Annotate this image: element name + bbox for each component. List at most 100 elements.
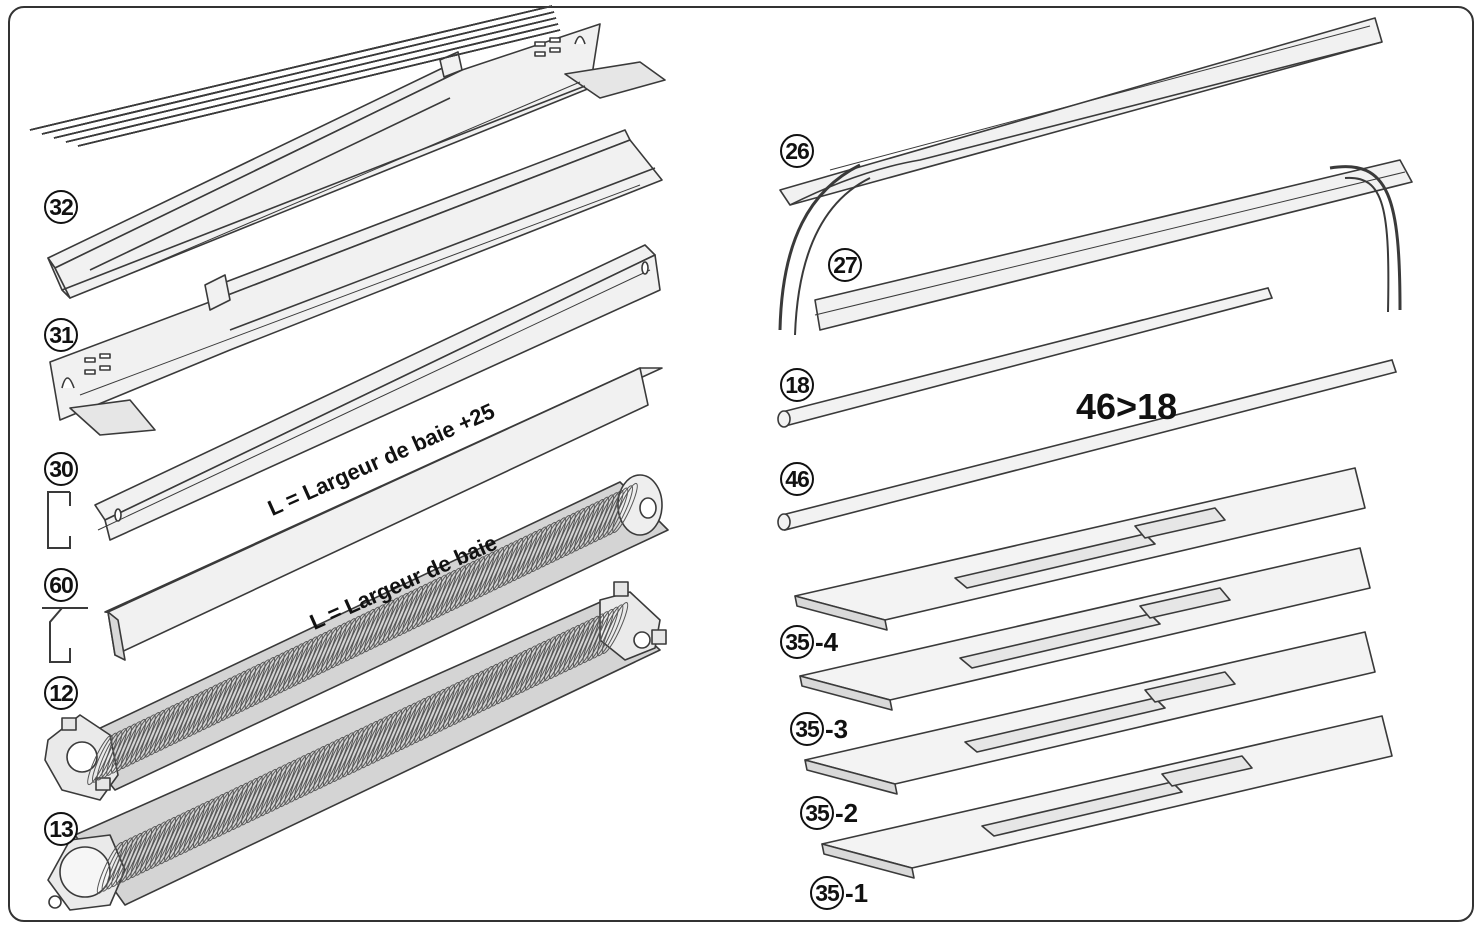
spring-coil xyxy=(149,816,177,869)
panel-strut xyxy=(1134,507,1226,539)
spring-coil xyxy=(597,489,624,540)
spring-coil xyxy=(378,595,404,646)
panel-edge xyxy=(821,843,915,879)
part-number-30: 30 xyxy=(44,452,78,486)
spring-coil xyxy=(421,574,447,625)
z-profile-60 xyxy=(104,367,663,661)
spring-coil xyxy=(168,695,194,747)
spring-coil xyxy=(558,622,585,675)
spring-coil xyxy=(106,837,133,890)
spring-coil xyxy=(196,682,223,733)
panel-edge xyxy=(799,675,893,711)
profile-sections xyxy=(42,491,88,663)
spring-coil xyxy=(554,510,581,561)
spring-coil xyxy=(564,505,591,556)
spring-coil xyxy=(406,581,433,632)
spring-coil xyxy=(548,627,576,680)
spring-coil xyxy=(516,528,543,579)
shafts xyxy=(777,287,1398,531)
spring-coil xyxy=(402,583,428,634)
panel-strut xyxy=(981,781,1183,837)
spring-coil xyxy=(144,819,172,872)
spring-coil xyxy=(459,556,486,607)
label-part-30: 30 xyxy=(44,452,78,486)
shaft-replacement-note: 46>18 xyxy=(1076,386,1178,427)
spring-coil xyxy=(368,599,395,650)
spring-coil xyxy=(467,666,494,718)
spring-coil xyxy=(529,636,557,689)
spring-coil xyxy=(130,714,156,765)
spring-coil xyxy=(306,629,333,680)
spring-coil xyxy=(411,579,438,630)
spring-coil xyxy=(569,503,595,554)
label-part-60: 60 xyxy=(44,568,78,602)
spring-coil xyxy=(140,821,167,874)
angle-rail-32 xyxy=(47,23,666,299)
spring-coil xyxy=(583,496,610,547)
part-number-35-2: 35 xyxy=(800,796,834,830)
panel-rib xyxy=(77,29,561,147)
spring-coil xyxy=(375,709,403,762)
spring-coil xyxy=(321,622,347,673)
spring-coil xyxy=(471,663,499,716)
spring-coil xyxy=(327,732,355,785)
spring-coil xyxy=(216,673,242,724)
label-part-46: 46 xyxy=(780,462,814,496)
spring-coil xyxy=(206,677,233,728)
spring-coil xyxy=(507,533,533,584)
spring-coil xyxy=(524,638,552,691)
spring-coil xyxy=(263,650,290,701)
spring-coil xyxy=(230,666,256,717)
spring-coil xyxy=(440,565,466,616)
spring-coil xyxy=(383,592,409,644)
spring-coil xyxy=(287,638,314,689)
part-suffix-35-1: -1 xyxy=(845,877,869,908)
spring-coil xyxy=(183,800,210,853)
spring-coil xyxy=(500,650,528,702)
spring-coil xyxy=(462,668,489,721)
panel-strut xyxy=(1139,587,1231,619)
spring-coil xyxy=(511,531,538,582)
spring-coil xyxy=(282,641,309,692)
spring-coil xyxy=(593,492,619,543)
spring-coil xyxy=(445,563,471,614)
label-part-18: 18 xyxy=(780,368,814,402)
spring-coil xyxy=(144,707,171,758)
spring-coil xyxy=(212,787,239,840)
spring-coil xyxy=(125,716,151,767)
spring-coil xyxy=(521,526,548,577)
spring-coil xyxy=(535,519,562,570)
spring-coil xyxy=(254,654,280,705)
spring-coil xyxy=(96,730,123,781)
door-panels xyxy=(29,5,1393,879)
spring-coil xyxy=(235,663,261,715)
spring-coil xyxy=(395,700,422,753)
spring-coil xyxy=(193,796,220,849)
spring-coils-12 xyxy=(87,482,638,786)
spring-coil xyxy=(325,620,352,671)
spring-coil xyxy=(173,693,199,744)
spring-coil xyxy=(361,716,388,769)
spring-coil xyxy=(330,618,357,669)
spring-coil xyxy=(344,611,371,662)
spring-coil xyxy=(476,661,504,714)
spring-coil xyxy=(125,828,153,881)
spring-coil xyxy=(491,654,518,707)
spring-coil xyxy=(568,618,595,670)
spring-coils-13 xyxy=(96,602,629,894)
spring-coil xyxy=(404,695,431,748)
spring-coil xyxy=(373,597,400,648)
spring-coil xyxy=(173,805,201,858)
spring-coil xyxy=(545,515,571,566)
part-number-35-1: 35 xyxy=(810,876,844,910)
spring-coil xyxy=(515,643,542,696)
spring-coil xyxy=(298,746,326,798)
spring-coil xyxy=(502,535,529,586)
panel-rib xyxy=(53,17,557,139)
label-part-32: 32 xyxy=(44,190,78,224)
spring-coil xyxy=(531,521,557,573)
spring-coil xyxy=(578,498,605,550)
label-part-31: 31 xyxy=(44,318,78,352)
spring-coil xyxy=(443,677,470,730)
spring-coil xyxy=(249,657,276,708)
